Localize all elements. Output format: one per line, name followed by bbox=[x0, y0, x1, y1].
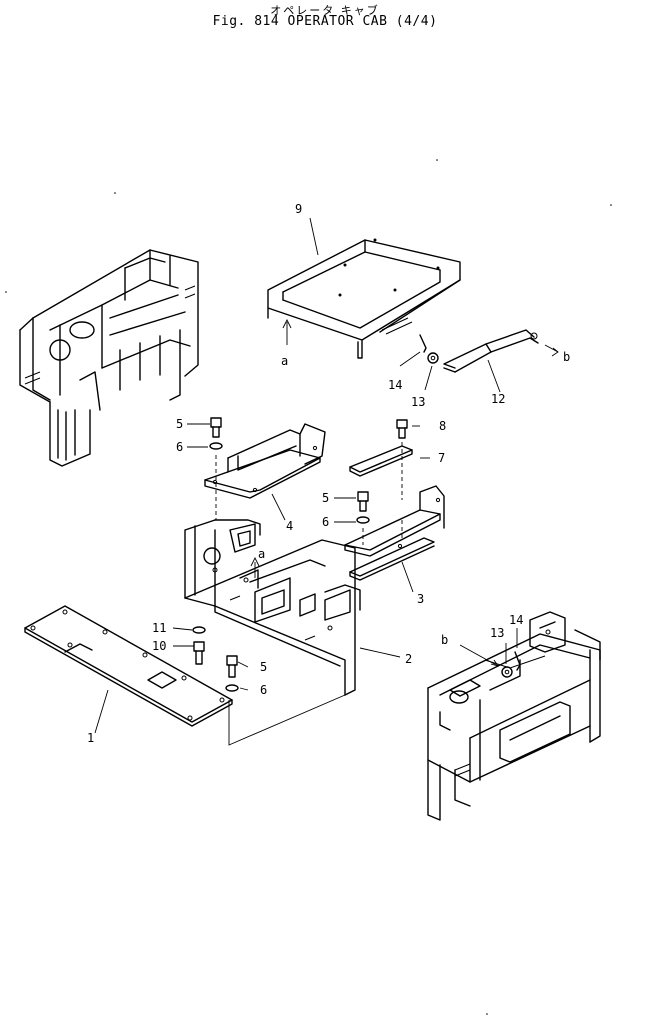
callout-8: 8 bbox=[439, 419, 446, 433]
part-5-upper-bolt bbox=[210, 417, 222, 438]
part-8-bolt bbox=[396, 419, 408, 439]
cab-frame-left bbox=[19, 249, 199, 467]
part-2-mount-plate bbox=[184, 519, 361, 696]
callout-12: 12 bbox=[491, 392, 505, 406]
part-6-lower-washer bbox=[225, 684, 239, 692]
part-12-rod bbox=[443, 329, 539, 373]
callout-10: 10 bbox=[152, 639, 166, 653]
part-13-lower-washer bbox=[501, 666, 513, 678]
callout-7: 7 bbox=[438, 451, 445, 465]
leader-lines bbox=[94, 217, 559, 746]
callout-b-lower: b bbox=[441, 633, 448, 647]
callout-5-lower: 5 bbox=[260, 660, 267, 674]
callout-11: 11 bbox=[152, 621, 166, 635]
scan-specks bbox=[5, 159, 612, 1015]
part-9-floor-tray bbox=[267, 238, 461, 359]
callout-1: 1 bbox=[87, 731, 94, 745]
callout-5-upper: 5 bbox=[176, 417, 183, 431]
callout-4: 4 bbox=[286, 519, 293, 533]
figure-title-japanese: オペレータ キャブ bbox=[270, 4, 380, 17]
callout-14-lower: 14 bbox=[509, 613, 523, 627]
callout-9: 9 bbox=[295, 202, 302, 216]
part-13-upper-washer bbox=[427, 352, 439, 364]
cab-frame-right bbox=[427, 611, 601, 821]
callout-13-top: 13 bbox=[411, 395, 425, 409]
callout-labels: 9 a b 14 13 12 5 6 4 8 7 5 6 3 a 11 10 5… bbox=[87, 202, 570, 745]
part-5-lower-bolt bbox=[226, 655, 238, 678]
part-7-strap bbox=[349, 445, 413, 477]
part-6-upper-washer bbox=[209, 442, 223, 450]
part-4-bracket bbox=[204, 423, 326, 499]
figure-title: Fig. 814 OPERATOR CAB (4/4) bbox=[212, 14, 438, 29]
callout-b-right: b bbox=[563, 350, 570, 364]
part-14-lower-pin bbox=[514, 651, 521, 671]
callout-14-top: 14 bbox=[388, 378, 402, 392]
callout-13-lower: 13 bbox=[490, 626, 504, 640]
part-11-washer bbox=[192, 626, 206, 634]
part-10-bolt bbox=[193, 641, 205, 665]
part-14-upper-pin bbox=[419, 334, 427, 353]
callout-5-mid: 5 bbox=[322, 491, 329, 505]
callout-6-lower: 6 bbox=[260, 683, 267, 697]
part-6-mid-washer bbox=[356, 516, 370, 524]
part-5-mid-bolt bbox=[357, 491, 369, 512]
callout-3: 3 bbox=[417, 592, 424, 606]
part-3-bracket bbox=[344, 485, 445, 581]
part-1-floor-cover bbox=[24, 605, 233, 727]
callout-6-mid: 6 bbox=[322, 515, 329, 529]
callout-a-mid: a bbox=[258, 547, 265, 561]
callout-a-top: a bbox=[281, 354, 288, 368]
callout-6-upper: 6 bbox=[176, 440, 183, 454]
callout-2: 2 bbox=[405, 652, 412, 666]
